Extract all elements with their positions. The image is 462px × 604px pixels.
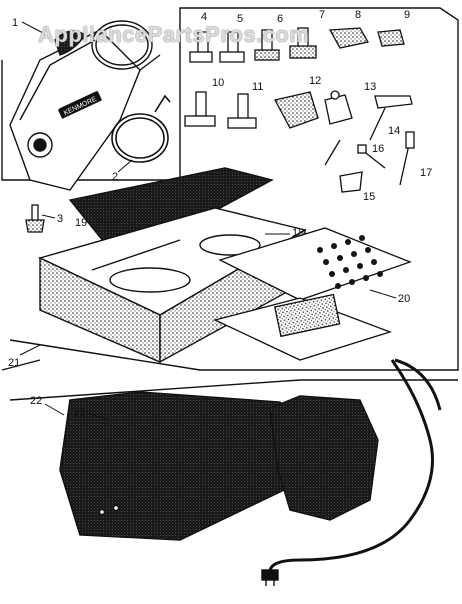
- callout-15: 15: [363, 191, 375, 203]
- callout-14: 14: [388, 125, 400, 137]
- part-14-guide: [369, 95, 413, 141]
- callout-16: 16: [372, 143, 384, 155]
- part-13-attachment: [324, 90, 353, 125]
- attachments-row: [184, 90, 415, 193]
- part-15-clip: [339, 171, 363, 193]
- callout-19: 19: [75, 217, 87, 229]
- callout-22: 22: [30, 395, 42, 407]
- callout-21: 21: [8, 357, 20, 369]
- callout-23: 23: [73, 407, 85, 419]
- part-8-foot: [328, 27, 370, 49]
- part-9-foot: [377, 29, 405, 47]
- callout-7: 7: [319, 9, 325, 21]
- callout-1: 1: [12, 17, 18, 29]
- needle-line: [324, 139, 341, 166]
- callout-10: 10: [212, 77, 224, 89]
- part-11-foot: [227, 93, 257, 129]
- part-5-foot: [219, 31, 245, 63]
- part-2-embroidery-hoop: [111, 94, 171, 163]
- callout-11: 11: [252, 81, 263, 93]
- callout-6: 6: [277, 13, 283, 25]
- callout-5: 5: [237, 13, 243, 25]
- callout-13: 13: [364, 81, 376, 93]
- callout-17: 17: [420, 167, 432, 179]
- part-6-foot: [254, 29, 280, 61]
- part-22-foot-control: [269, 395, 379, 521]
- callout-4: 4: [201, 11, 207, 23]
- part-23-carrying-case: [59, 391, 311, 541]
- part-4-foot: [189, 31, 213, 63]
- part-12-binder: [274, 91, 319, 129]
- power-cord: [268, 358, 442, 573]
- presser-feet-row: [189, 27, 405, 63]
- callout-9: 9: [404, 9, 410, 21]
- power-plug: [261, 569, 279, 586]
- callout-18: 18: [292, 227, 304, 239]
- watermark: AppliancePartsPros.com: [38, 22, 310, 47]
- leader-lines: [19, 21, 397, 421]
- part-17-screwdriver: [399, 131, 415, 186]
- part-7-foot: [289, 27, 317, 59]
- callout-2: 2: [112, 171, 118, 183]
- part-16-screwdriver: [357, 144, 386, 169]
- callout-labels: 1 2 3 4 5 6 7 8 9 10 11 12 13 14 15 16 1…: [8, 9, 432, 419]
- part-10-foot: [184, 91, 216, 127]
- callout-20: 20: [398, 293, 410, 305]
- callout-3: 3: [57, 213, 63, 225]
- part-3-foot: [25, 204, 45, 233]
- callout-12: 12: [309, 75, 321, 87]
- callout-8: 8: [355, 9, 361, 21]
- part-20-pattern-card: [213, 227, 412, 361]
- pattern-dots: [317, 235, 383, 289]
